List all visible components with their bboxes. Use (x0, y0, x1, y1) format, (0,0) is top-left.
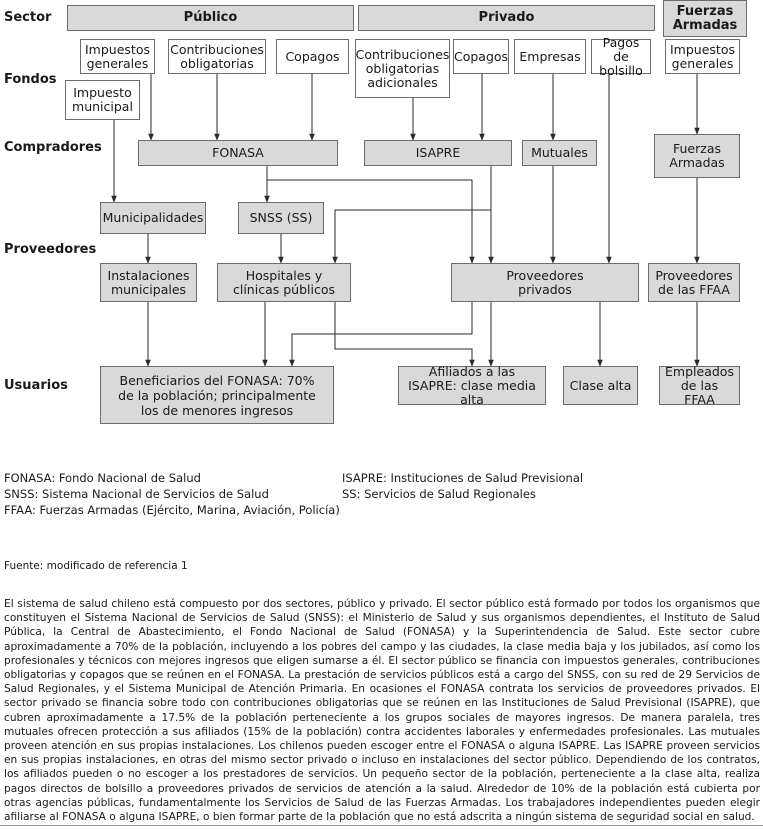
arrow-isapre-to-hospitales (332, 209, 491, 264)
row-label-compradores: Compradores (4, 140, 102, 155)
comprador-fuerzas-armadas: Fuerzas Armadas (654, 134, 740, 178)
usuario-afiliados-isapre: Afiliados a las ISAPRE: clase media alta (398, 364, 546, 406)
source-note: Fuente: modificado de referencia 1 (4, 560, 188, 572)
proveedor-ffaa: Proveedores de las FFAA (648, 263, 740, 302)
proveedor-instalaciones-municipales: Instalaciones municipales (100, 263, 197, 302)
row-label-proveedores: Proveedores (4, 242, 97, 257)
fondo-contribuciones-obligatorias: Contribuciones obligatorias (168, 39, 266, 74)
fondo-empresas: Empresas (514, 39, 586, 74)
proveedor-hospitales-publicos: Hospitales y clínicas públicos (217, 263, 351, 302)
comprador-fonasa: FONASA (138, 140, 338, 166)
arrow-hospitales-to-afiliados (334, 302, 475, 367)
legend-ffaa: FFAA: Fuerzas Armadas (Ejército, Marina,… (4, 503, 340, 517)
sector-publico: Público (67, 5, 354, 31)
arrow-fonasa-to-privados (267, 179, 475, 264)
sector-privado: Privado (358, 5, 655, 31)
sector-fuerzas-armadas: Fuerzas Armadas (663, 0, 747, 37)
bottom-divider (0, 825, 763, 826)
proveedor-privados: Proveedores privados (451, 263, 639, 302)
comprador-mutuales: Mutuales (522, 140, 597, 166)
connector-lines (111, 74, 700, 367)
fondo-copagos-publico: Copagos (276, 39, 349, 74)
legend-ss: SS: Servicios de Salud Regionales (342, 487, 536, 501)
legend-snss: SNSS: Sistema Nacional de Servicios de S… (4, 487, 269, 501)
legend-fonasa: FONASA: Fondo Nacional de Salud (4, 471, 201, 485)
usuario-beneficiarios-fonasa: Beneficiarios del FONASA: 70% de la pobl… (100, 366, 334, 424)
fondo-pagos-bolsillo: Pagos de bolsillo (591, 35, 651, 77)
row-label-sector: Sector (4, 10, 52, 25)
proveedor-municipalidades: Municipalidades (100, 202, 206, 234)
fondo-copagos-privado: Copagos (453, 39, 509, 74)
usuario-empleados-ffaa: Empleados de las FFAA (659, 364, 740, 406)
usuario-clase-alta: Clase alta (563, 366, 638, 405)
fondo-impuestos-ffaa: Impuestos generales (665, 39, 740, 74)
fondo-impuesto-municipal: Impuesto municipal (65, 80, 140, 120)
arrow-privados-to-beneficiarios (289, 302, 473, 367)
comprador-isapre: ISAPRE (364, 140, 512, 166)
proveedor-snss: SNSS (SS) (238, 202, 324, 234)
fondo-contribuciones-adicionales: Contribuciones obligatorias adicionales (355, 39, 450, 98)
row-label-usuarios: Usuarios (4, 378, 68, 393)
description-paragraph: El sistema de salud chileno está compues… (4, 598, 760, 824)
legend-isapre: ISAPRE: Instituciones de Salud Prevision… (342, 471, 584, 485)
fondo-impuestos-generales: Impuestos generales (80, 39, 155, 74)
row-label-fondos: Fondos (4, 72, 57, 87)
